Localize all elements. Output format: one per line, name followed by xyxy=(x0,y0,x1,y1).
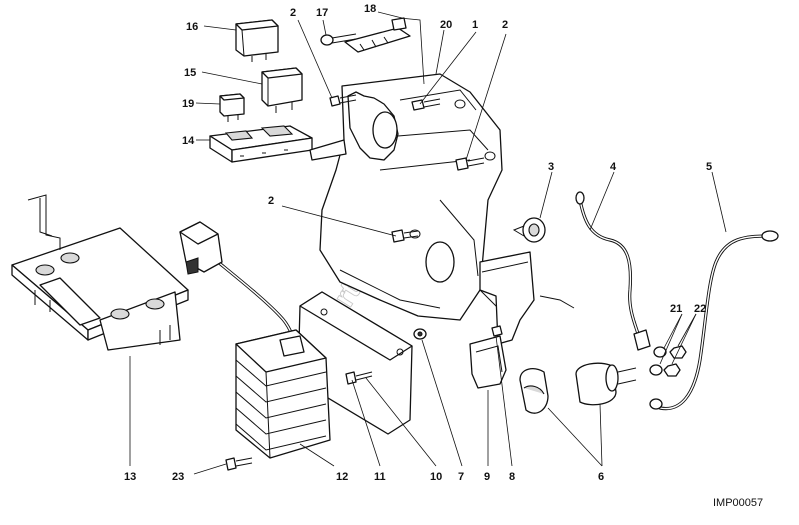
callout-5: 5 xyxy=(706,161,712,173)
callout-11: 11 xyxy=(374,471,386,483)
part-4-ground-cable xyxy=(575,191,651,351)
callout-22: 22 xyxy=(694,303,706,315)
callout-2-middle: 2 xyxy=(268,195,274,207)
callout-13: 13 xyxy=(124,471,136,483)
callout-10: 10 xyxy=(430,471,442,483)
callout-19: 19 xyxy=(182,98,194,110)
part-9-clamp xyxy=(469,335,507,389)
part-19-relay xyxy=(219,93,245,122)
callout-21: 21 xyxy=(670,303,682,315)
callout-6: 6 xyxy=(598,471,604,483)
callout-12: 12 xyxy=(336,471,348,483)
leader-lines xyxy=(129,11,727,475)
image-code: IMP00057 xyxy=(713,497,763,509)
callout-1: 1 xyxy=(472,19,478,31)
callout-16: 16 xyxy=(186,21,198,33)
part-12-voltage-regulator xyxy=(179,221,331,459)
part-7-washer xyxy=(413,328,427,340)
callout-23: 23 xyxy=(172,471,184,483)
callout-18: 18 xyxy=(364,3,376,15)
callout-2-top-right: 2 xyxy=(502,19,508,31)
part-2-bolt-right xyxy=(455,157,485,171)
callout-2-top-left: 2 xyxy=(290,7,296,19)
part-18-clip xyxy=(344,17,411,53)
part-2-bolt-lower xyxy=(391,229,419,243)
part-14-relay-holder xyxy=(209,125,313,163)
part-5-battery-cable xyxy=(649,230,779,411)
callout-20: 20 xyxy=(440,19,452,31)
part-8-small-bracket xyxy=(479,251,575,345)
part-15-relay xyxy=(261,67,303,113)
part-10-mounting-plate xyxy=(297,291,413,435)
callout-17: 17 xyxy=(316,7,328,19)
callout-labels: 16 15 19 14 17 18 2 20 1 2 2 3 4 5 21 22… xyxy=(124,3,712,483)
part-23-bolt xyxy=(225,457,253,471)
callout-9: 9 xyxy=(484,471,490,483)
callout-8: 8 xyxy=(509,471,515,483)
callout-4: 4 xyxy=(610,161,617,173)
part-20-main-bracket xyxy=(309,73,503,321)
part-21-washers xyxy=(649,346,667,376)
callout-3: 3 xyxy=(548,161,554,173)
part-6-starter-solenoid xyxy=(519,362,637,414)
part-11-bolt xyxy=(345,371,373,385)
part-13-cover-bracket xyxy=(11,194,189,351)
callout-7: 7 xyxy=(458,471,464,483)
part-16-relay xyxy=(235,19,279,62)
part-22-nuts xyxy=(663,345,687,377)
part-3-grommet xyxy=(512,217,546,243)
callout-14: 14 xyxy=(182,135,195,147)
part-2-bolt-upper xyxy=(329,94,441,111)
callout-15: 15 xyxy=(184,67,196,79)
